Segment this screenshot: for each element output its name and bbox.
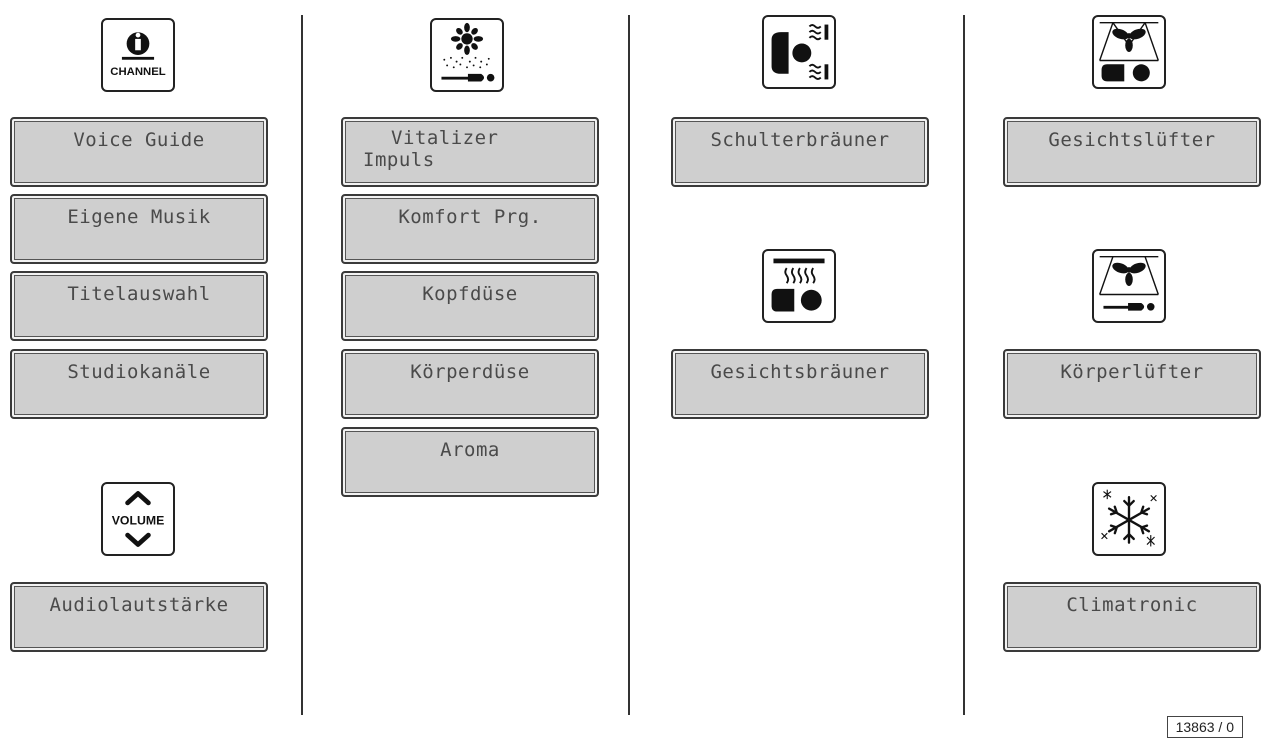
- audiolautstaerke-button[interactable]: Audiolautstärke: [10, 582, 268, 652]
- aroma-label: Aroma: [440, 439, 500, 461]
- gesichtsbraeuner-button[interactable]: Gesichtsbräuner: [671, 349, 929, 419]
- snowflake-climate-icon[interactable]: [1092, 482, 1166, 556]
- impuls-label: Impuls: [363, 149, 435, 171]
- koerperluefter-label: Körperlüfter: [1060, 361, 1204, 383]
- aroma-button[interactable]: Aroma: [341, 427, 599, 497]
- schulterbraeuner-label: Schulterbräuner: [710, 129, 890, 151]
- column-divider-1: [301, 15, 303, 715]
- shoulder-tanner-icon[interactable]: [762, 15, 836, 89]
- komfort-prg-button[interactable]: Komfort Prg.: [341, 194, 599, 264]
- climatronic-button[interactable]: Climatronic: [1003, 582, 1261, 652]
- koerperduese-label: Körperdüse: [410, 361, 530, 383]
- reference-code: 13863 / 0: [1166, 716, 1243, 738]
- body-fan-icon[interactable]: [1092, 249, 1166, 323]
- kopfduese-label: Kopfdüse: [422, 283, 518, 305]
- eigene-musik-button[interactable]: Eigene Musik: [10, 194, 268, 264]
- gesichtsbraeuner-label: Gesichtsbräuner: [710, 361, 890, 383]
- komfort-prg-label: Komfort Prg.: [398, 206, 542, 228]
- voice-guide-label: Voice Guide: [73, 129, 205, 151]
- face-fan-icon[interactable]: [1092, 15, 1166, 89]
- gesichtsluefter-button[interactable]: Gesichtslüfter: [1003, 117, 1261, 187]
- face-tanner-icon[interactable]: [762, 249, 836, 323]
- titelauswahl-label: Titelauswahl: [67, 283, 211, 305]
- volume-icon[interactable]: VOLUME: [101, 482, 175, 556]
- gesichtsluefter-label: Gesichtslüfter: [1048, 129, 1216, 151]
- eigene-musik-label: Eigene Musik: [67, 206, 211, 228]
- titelauswahl-button[interactable]: Titelauswahl: [10, 271, 268, 341]
- channel-icon-label: CHANNEL: [110, 66, 166, 78]
- column-divider-3: [963, 15, 965, 715]
- channel-info-icon[interactable]: CHANNEL: [101, 18, 175, 92]
- column-divider-2: [628, 15, 630, 715]
- koerperduese-button[interactable]: Körperdüse: [341, 349, 599, 419]
- voice-guide-button[interactable]: Voice Guide: [10, 117, 268, 187]
- kopfduese-button[interactable]: Kopfdüse: [341, 271, 599, 341]
- koerperluefter-button[interactable]: Körperlüfter: [1003, 349, 1261, 419]
- volume-icon-label: VOLUME: [112, 514, 165, 528]
- vitalizer-spray-icon[interactable]: [430, 18, 504, 92]
- studiokanaele-label: Studiokanäle: [67, 361, 211, 383]
- climatronic-label: Climatronic: [1066, 594, 1198, 616]
- schulterbraeuner-button[interactable]: Schulterbräuner: [671, 117, 929, 187]
- audiolautstaerke-label: Audiolautstärke: [49, 594, 229, 616]
- studiokanaele-button[interactable]: Studiokanäle: [10, 349, 268, 419]
- vitalizer-label: Vitalizer: [391, 127, 499, 149]
